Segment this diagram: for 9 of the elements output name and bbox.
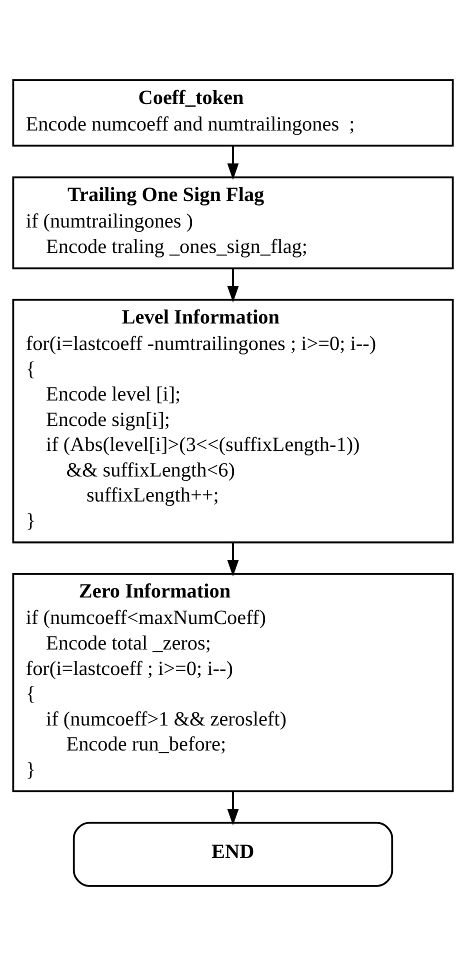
node-box: Trailing One Sign Flag if (numtrailingones ) Encode traling _ones_sign_flag;: [12, 176, 454, 270]
node-box: Zero Information if (numcoeff<maxNumCoeff) Encode total _zeros; for(i=lastcoeff ; i>=0; i--) { if (numcoeff>1 && zerosleft) Encode run_before; }: [12, 573, 454, 792]
arrow: [227, 146, 239, 180]
node-box: END: [72, 822, 394, 887]
node-box: Level Information for(i=lastcoeff -numtrailingones ; i>=0; i--) { Encode level [i]; Encode sign[i]; if (Abs(level[i]>(3<<(suffixLength-1)) && suffixLength<6) suffixLength++; }: [12, 298, 454, 544]
node-box: Coeff_token Encode numcoeff and numtrailingones ;: [12, 79, 454, 147]
arrow: [227, 542, 239, 576]
arrow: [227, 268, 239, 302]
arrow: [227, 792, 239, 826]
